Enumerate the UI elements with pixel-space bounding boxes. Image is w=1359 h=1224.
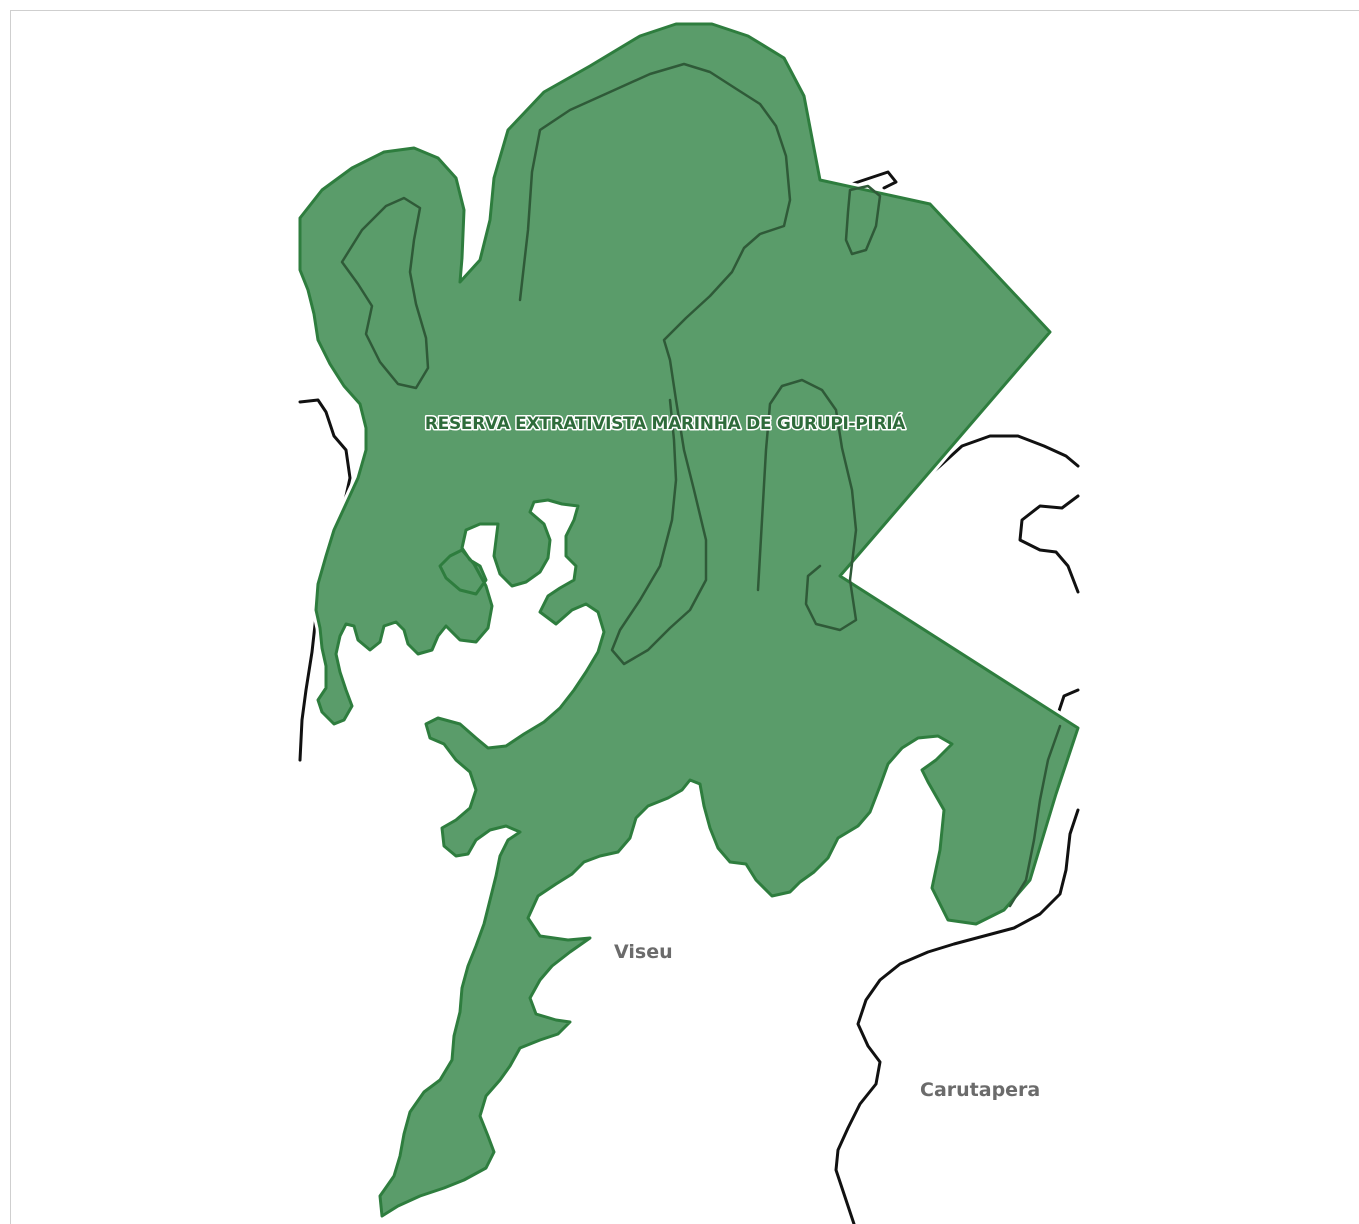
reserve-area[interactable] [295,19,1083,1221]
boundary-line-north-islet [850,170,898,190]
place-label-viseu: Viseu [614,941,673,963]
contour-line-west-loop [340,196,430,390]
contour-line-central-channel [756,378,858,632]
map-labels: RESERVA EXTRATIVISTA MARINHA DE GURUPI-P… [423,411,1041,1103]
contour-line-northeast-spit [844,184,882,256]
boundary-line-east-bay [1018,494,1080,594]
contour-lines [340,62,1062,908]
reserve-polygon[interactable] [298,22,1080,1218]
reserve-name-label: RESERVA EXTRATIVISTA MARINHA DE GURUPI-P… [425,412,906,434]
contour-line-main-channel [518,62,792,666]
place-label-carutapera: Carutapera [920,1079,1040,1101]
contour-line-east-shore [1008,724,1062,908]
boundary-line-municipal-divide [834,808,1080,1224]
